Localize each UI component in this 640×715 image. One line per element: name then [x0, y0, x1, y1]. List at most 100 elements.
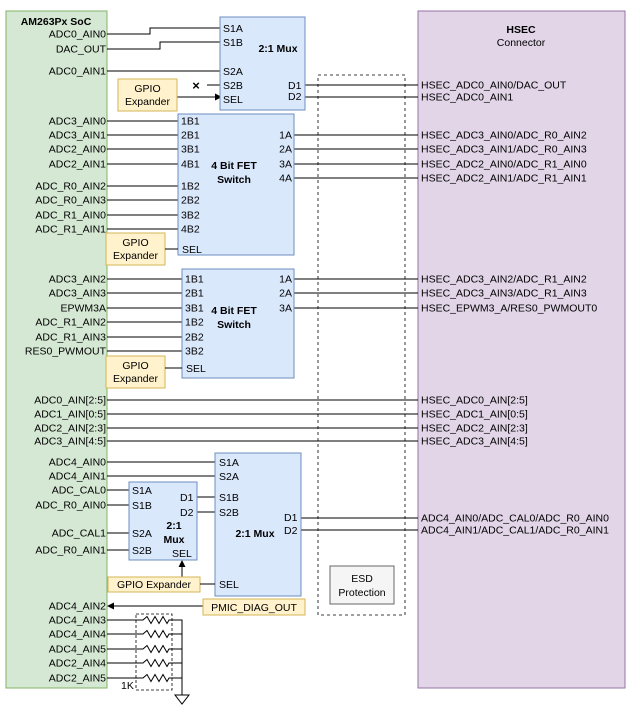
mux-small-pin-s2a: S2A: [132, 528, 152, 540]
hsec-signal-labels: HSEC_ADC0_AIN0/DAC_OUTHSEC_ADC0_AIN1HSEC…: [421, 80, 609, 537]
resistor-icon: [140, 629, 170, 639]
hsec-signal-label: HSEC_ADC3_AIN[4:5]: [421, 436, 528, 448]
hsec-title: HSEC: [506, 24, 536, 36]
soc-pin-label: ADC_R0_AIN0: [35, 500, 106, 512]
fet-switch-1-left-pin: 3B2: [181, 210, 200, 222]
fet-switch-1-left-pin: 2B1: [181, 130, 200, 142]
gpio-expander-switch1-line2: Expander: [113, 250, 158, 262]
soc-pin-label: ADC_R1_AIN2: [35, 317, 106, 329]
resistor-icon: [140, 673, 170, 683]
fet-switch-2-title: 4 Bit FET: [211, 305, 257, 317]
esd-dashed-outline: [317, 74, 406, 616]
resistor-value-label: 1K: [121, 680, 134, 692]
soc-pin-label: ADC0_AIN[2:5]: [34, 395, 106, 407]
soc-pin-label: ADC2_AIN1: [49, 159, 106, 171]
hsec-signal-label: HSEC_ADC0_AIN0/DAC_OUT: [421, 80, 567, 92]
mux-small-pin-s1b: S1B: [132, 500, 152, 512]
resistor-icon: [140, 658, 170, 668]
mux1-block: 2:1 Mux S1A S1B S2A S2B SEL D1 D2 ×: [192, 16, 306, 111]
fet-switch-1-pin-sel: SEL: [182, 244, 202, 256]
soc-pin-label: ADC_R0_AIN3: [35, 195, 106, 207]
hsec-signal-label: HSEC_ADC2_AIN1/ADC_R1_AIN1: [421, 173, 587, 185]
soc-pin-label: ADC_R1_AIN1: [35, 224, 106, 236]
soc-pin-label: ADC0_AIN0: [49, 29, 106, 41]
gpio-expander-mux-pair: GPIO Expander: [107, 576, 215, 593]
resistor-icons: [140, 615, 170, 683]
hsec-signal-label: HSEC_ADC2_AIN[2:3]: [421, 423, 528, 435]
resistor-icon: [140, 615, 170, 625]
mux1-pin-s2b: S2B: [223, 80, 243, 92]
esd-protection-region: ESD Protection: [317, 74, 406, 616]
mux-large-pin-d1: D1: [284, 512, 298, 524]
soc-pin-label: ADC2_AIN0: [49, 144, 106, 156]
gpio-expander-mux1-line2: Expander: [125, 96, 170, 108]
soc-pin-label: RES0_PWMOUT: [25, 346, 107, 358]
hsec-signal-label: HSEC_ADC3_AIN0/ADC_R0_AIN2: [421, 130, 587, 142]
soc-pin-label: ADC4_AIN2: [49, 601, 106, 613]
mux-large-pin-s1a: S1A: [219, 457, 239, 469]
mux-small-pin-d1: D1: [180, 492, 194, 504]
fet-switch-2-right-pin: 2A: [279, 288, 292, 300]
resistor-network-outline: [135, 613, 173, 691]
resistor-icon: [140, 644, 170, 654]
mux1-pin-d2: D2: [288, 91, 302, 103]
gpio-expander-mux-pair-label: GPIO Expander: [117, 579, 192, 591]
fet-switch-2-pin-sel: SEL: [186, 363, 206, 375]
hsec-signal-label: ADC4_AIN1/ADC_CAL1/ADC_R0_AIN1: [421, 525, 609, 537]
mux1-pin-d1: D1: [288, 80, 302, 92]
hsec-signal-label: HSEC_ADC1_AIN[0:5]: [421, 409, 528, 421]
mux-small-pin-d2: D2: [180, 507, 194, 519]
soc-pin-label: ADC4_AIN5: [49, 644, 106, 656]
soc-pin-label: ADC_R0_AIN1: [35, 545, 106, 557]
mux1-pin-s1a: S1A: [223, 23, 243, 35]
soc-pin-label: ADC3_AIN1: [49, 130, 106, 142]
soc-pin-label: EPWM3A: [60, 303, 106, 315]
fet-switch-2-left-pin: 3B1: [185, 303, 204, 315]
mux1-pin-s1b: S1B: [223, 37, 243, 49]
soc-pin-label: ADC2_AIN5: [49, 673, 106, 685]
fet-switch-2-left-pin: 2B2: [185, 332, 204, 344]
fet-switch-2-left-pin: 2B1: [185, 288, 204, 300]
gpio-expander-switch2-line2: Expander: [113, 373, 158, 385]
soc-pin-label: ADC_R0_AIN2: [35, 181, 106, 193]
gpio-expander-mux1-body: [117, 78, 178, 112]
soc-pin-label: ADC_CAL0: [52, 485, 106, 497]
fet-switch-1-right-pin: 1A: [279, 130, 292, 142]
mux1-body: [219, 16, 306, 111]
gpio-expander-switch1-body: [105, 232, 166, 266]
hsec-signal-label: HSEC_ADC0_AIN[2:5]: [421, 395, 528, 407]
mux1-pin-s2a: S2A: [223, 66, 243, 78]
mux-large-block: 2:1 Mux S1A S2A S1B S2B D1 D2 SEL: [214, 452, 302, 597]
arrow-wires: [107, 93, 222, 610]
fet-switch-2-left-pins: 1B1 2B1 3B1 1B2 2B2 3B2: [185, 274, 204, 358]
mux-small-pin-sel: SEL: [172, 548, 192, 560]
fet-switch-2-body: [181, 268, 295, 379]
fet-switch-2-left-pin: 1B2: [185, 317, 204, 329]
fet-switch-1-left-pin: 1B1: [181, 116, 200, 128]
fet-switch-1-body: [177, 113, 295, 256]
fet-switch-1-right-pin: 4A: [279, 173, 292, 185]
soc-pin-label: ADC2_AIN4: [49, 658, 106, 670]
fet-switch-1-left-pin: 4B2: [181, 224, 200, 236]
fet-switch-2-right-pin: 3A: [279, 303, 292, 315]
mux1-pin-sel: SEL: [223, 94, 243, 106]
mux-large-body: [214, 452, 302, 597]
fet-switch-2-left-pin: 1B1: [185, 274, 204, 286]
pmic-diag-out-body: [202, 598, 306, 616]
fet-switch-1-right-pin: 3A: [279, 159, 292, 171]
fet-switch-2-left-pin: 3B2: [185, 346, 204, 358]
soc-title: AM263Px SoC: [21, 16, 92, 28]
gpio-expander-switch2-line1: GPIO: [122, 360, 148, 372]
gpio-expander-mux1: GPIO Expander: [117, 78, 178, 112]
mux-large-pin-sel: SEL: [219, 579, 239, 591]
soc-pin-labels: ADC0_AIN0DAC_OUTADC0_AIN1ADC3_AIN0ADC3_A…: [25, 29, 107, 685]
soc-pin-label: ADC3_AIN2: [49, 274, 106, 286]
mux-small-pin-s2b: S2B: [132, 545, 152, 557]
soc-pin-label: ADC1_AIN[0:5]: [34, 409, 106, 421]
mux-small-block: 2:1 Mux S1A S1B S2A S2B D1 D2 SEL: [128, 481, 198, 561]
gpio-expander-switch2-body: [105, 355, 166, 389]
mux-small-title: 2:1: [166, 520, 181, 532]
wire-resistor-common: [170, 619, 183, 695]
hsec-signal-label: HSEC_ADC3_AIN3/ADC_R1_AIN3: [421, 288, 587, 300]
